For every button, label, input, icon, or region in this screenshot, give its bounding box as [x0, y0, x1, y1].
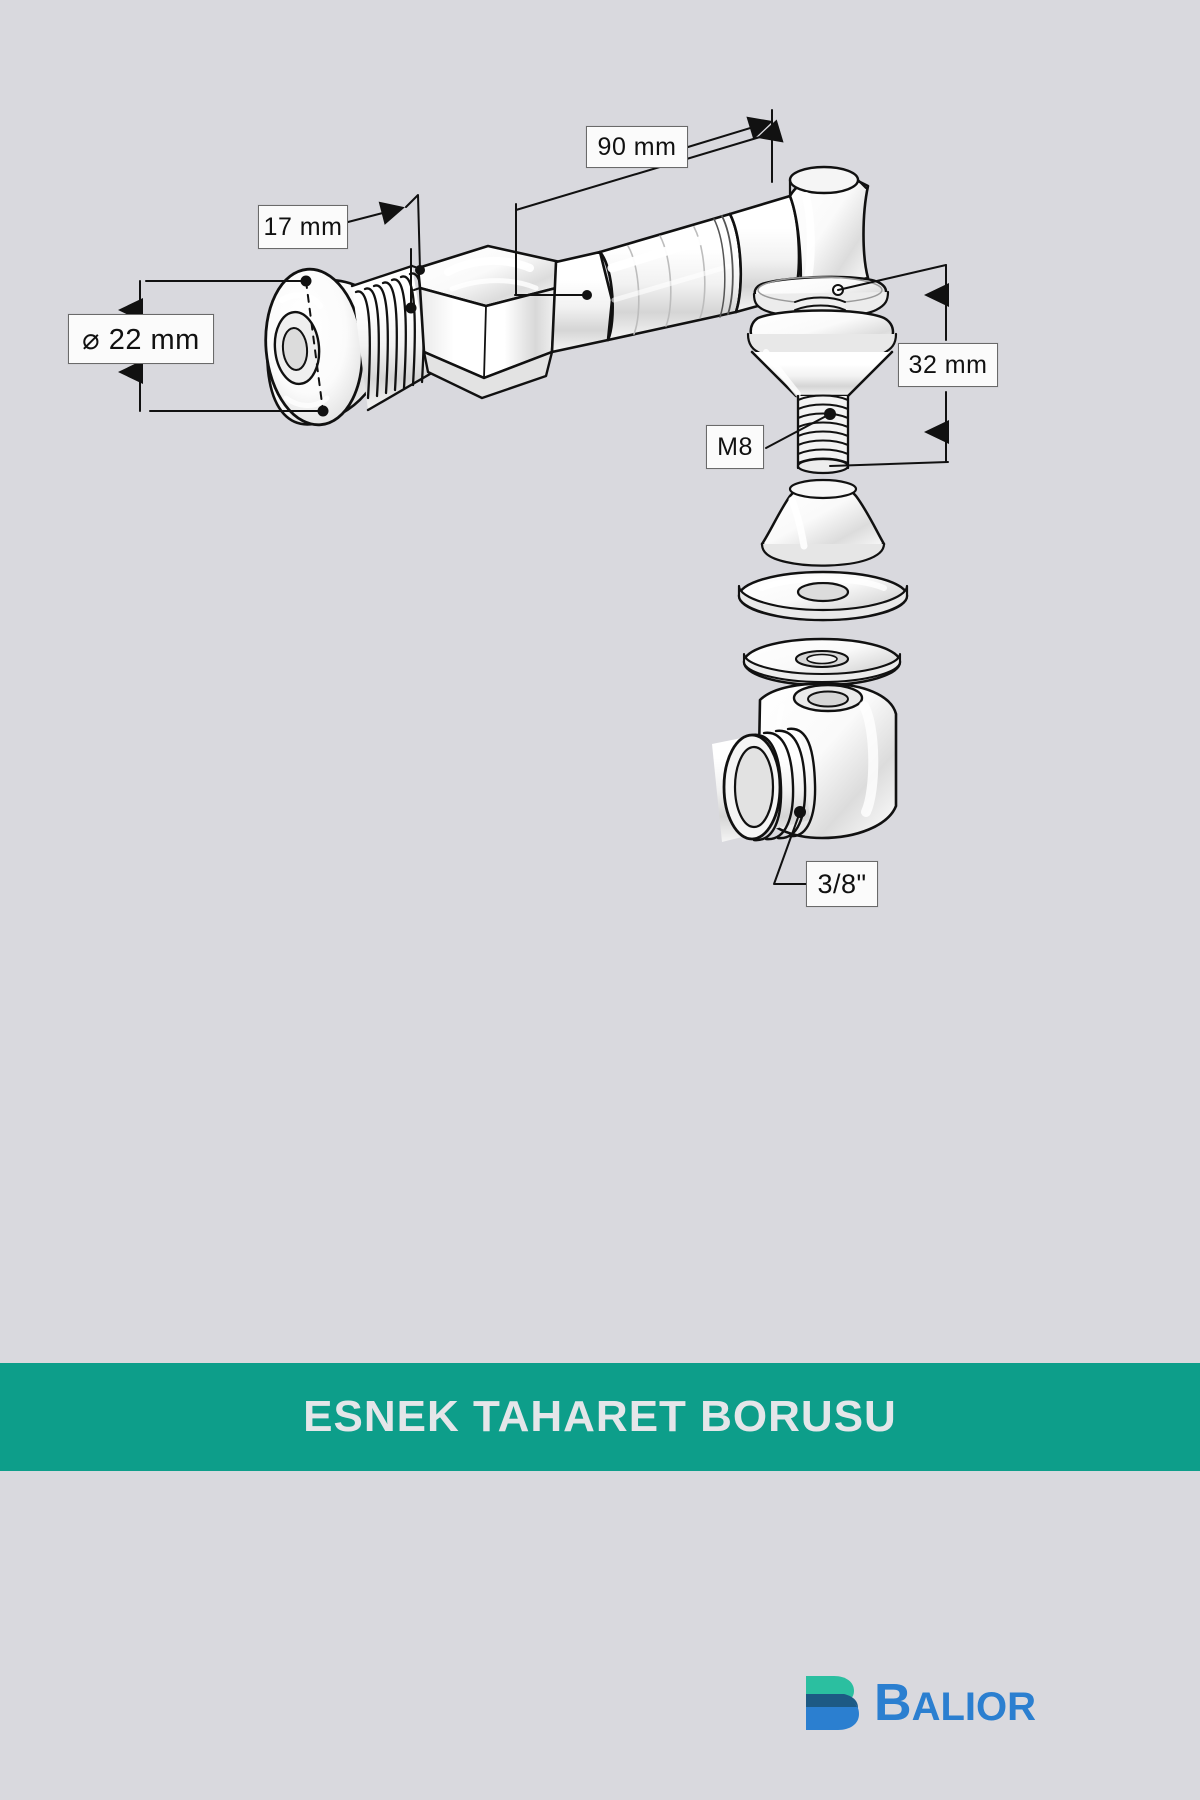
dim-label-length: 90 mm — [586, 126, 688, 168]
dim-label-thread-inch: 3/8" — [806, 861, 878, 907]
dim-length-90 — [514, 109, 784, 300]
brand-logo: BALIOR — [800, 1672, 1036, 1734]
hose-collar-a — [550, 250, 614, 354]
cone-nut-body — [746, 309, 898, 398]
brand-initial: B — [874, 1674, 912, 1732]
dim-label-hex: 17 mm — [258, 205, 348, 249]
dim-label-stud-length: 32 mm — [898, 343, 998, 387]
threaded-stud — [796, 394, 850, 475]
flexible-hose — [598, 212, 743, 342]
brand-rest: ALIOR — [911, 1685, 1036, 1729]
leader-38 — [773, 811, 807, 885]
dim-stud-32 — [829, 264, 949, 467]
dim-diameter-22 — [118, 280, 324, 412]
dim-label-thread-metric: M8 — [706, 425, 764, 469]
product-title-banner: ESNEK TAHARET BORUSU — [0, 1363, 1200, 1471]
gasket-ring — [742, 637, 902, 687]
dim-label-diameter: ⌀ 22 mm — [68, 314, 214, 364]
balior-mark-icon — [806, 1676, 859, 1730]
leader-m8 — [765, 413, 831, 449]
flat-washer — [737, 570, 909, 622]
product-title: ESNEK TAHARET BORUSU — [303, 1392, 897, 1441]
dim-hex-17 — [347, 194, 425, 314]
cone-cap — [760, 478, 886, 567]
hex-nut — [411, 244, 562, 400]
lower-elbow-body — [712, 682, 898, 842]
brand-wordmark: BALIOR — [874, 1677, 1036, 1729]
